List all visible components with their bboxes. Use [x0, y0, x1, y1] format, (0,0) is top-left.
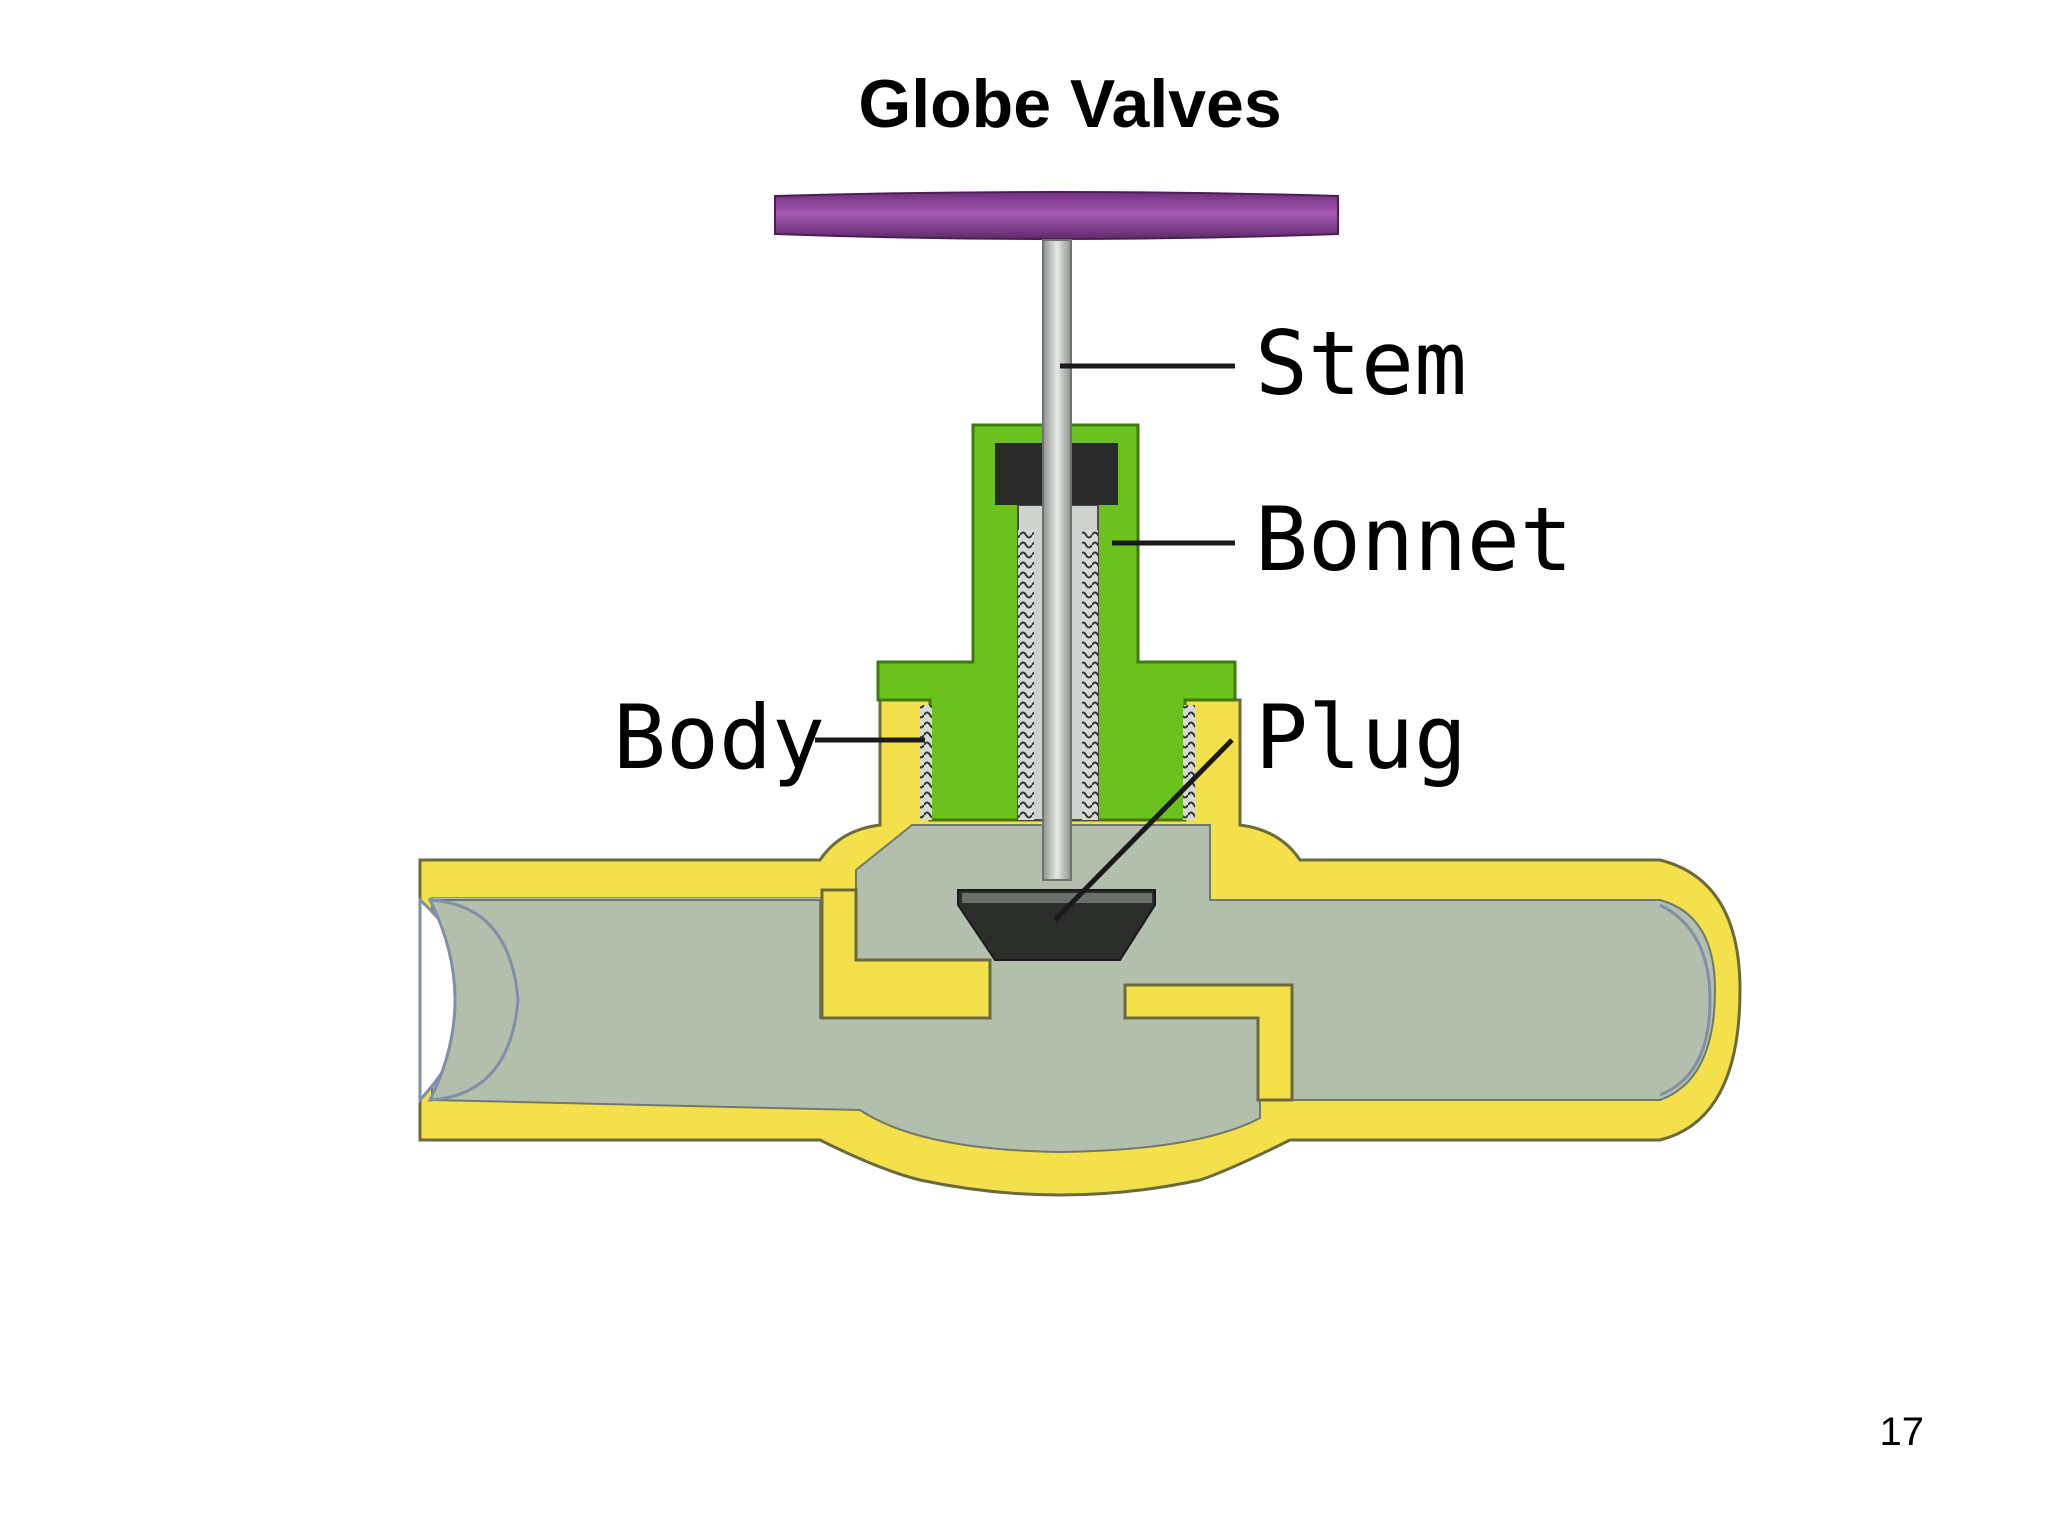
plug-disc — [957, 889, 1156, 961]
handwheel-disc — [774, 191, 1339, 240]
handwheel — [774, 191, 1339, 240]
slide-title: Globe Valves — [858, 66, 1282, 142]
label-body: Body — [613, 686, 825, 789]
valve-stem — [1042, 239, 1072, 881]
packing-nut-right — [1068, 443, 1118, 505]
bonnet-thread-left — [1018, 530, 1034, 820]
body-thread-right — [1183, 705, 1195, 820]
plug-leader — [1053, 738, 1234, 922]
body-left-arc — [427, 898, 520, 1102]
packing-nut-left — [995, 443, 1043, 505]
stem-rod — [1042, 239, 1072, 881]
bonnet-thread-right — [1082, 530, 1098, 820]
plug-top-highlight — [962, 893, 1152, 903]
label-bonnet: Bonnet — [1255, 488, 1573, 591]
body-right-arc — [1659, 903, 1712, 1097]
label-plug: Plug — [1255, 686, 1467, 789]
body-seat-left — [820, 888, 992, 1020]
label-stem: Stem — [1255, 312, 1467, 415]
body-thread-left — [920, 705, 932, 820]
page-number: 17 — [1879, 1410, 1925, 1454]
valve-plug — [957, 889, 1156, 961]
leader-lines — [815, 363, 1235, 922]
body-seat-right — [1123, 983, 1294, 1102]
